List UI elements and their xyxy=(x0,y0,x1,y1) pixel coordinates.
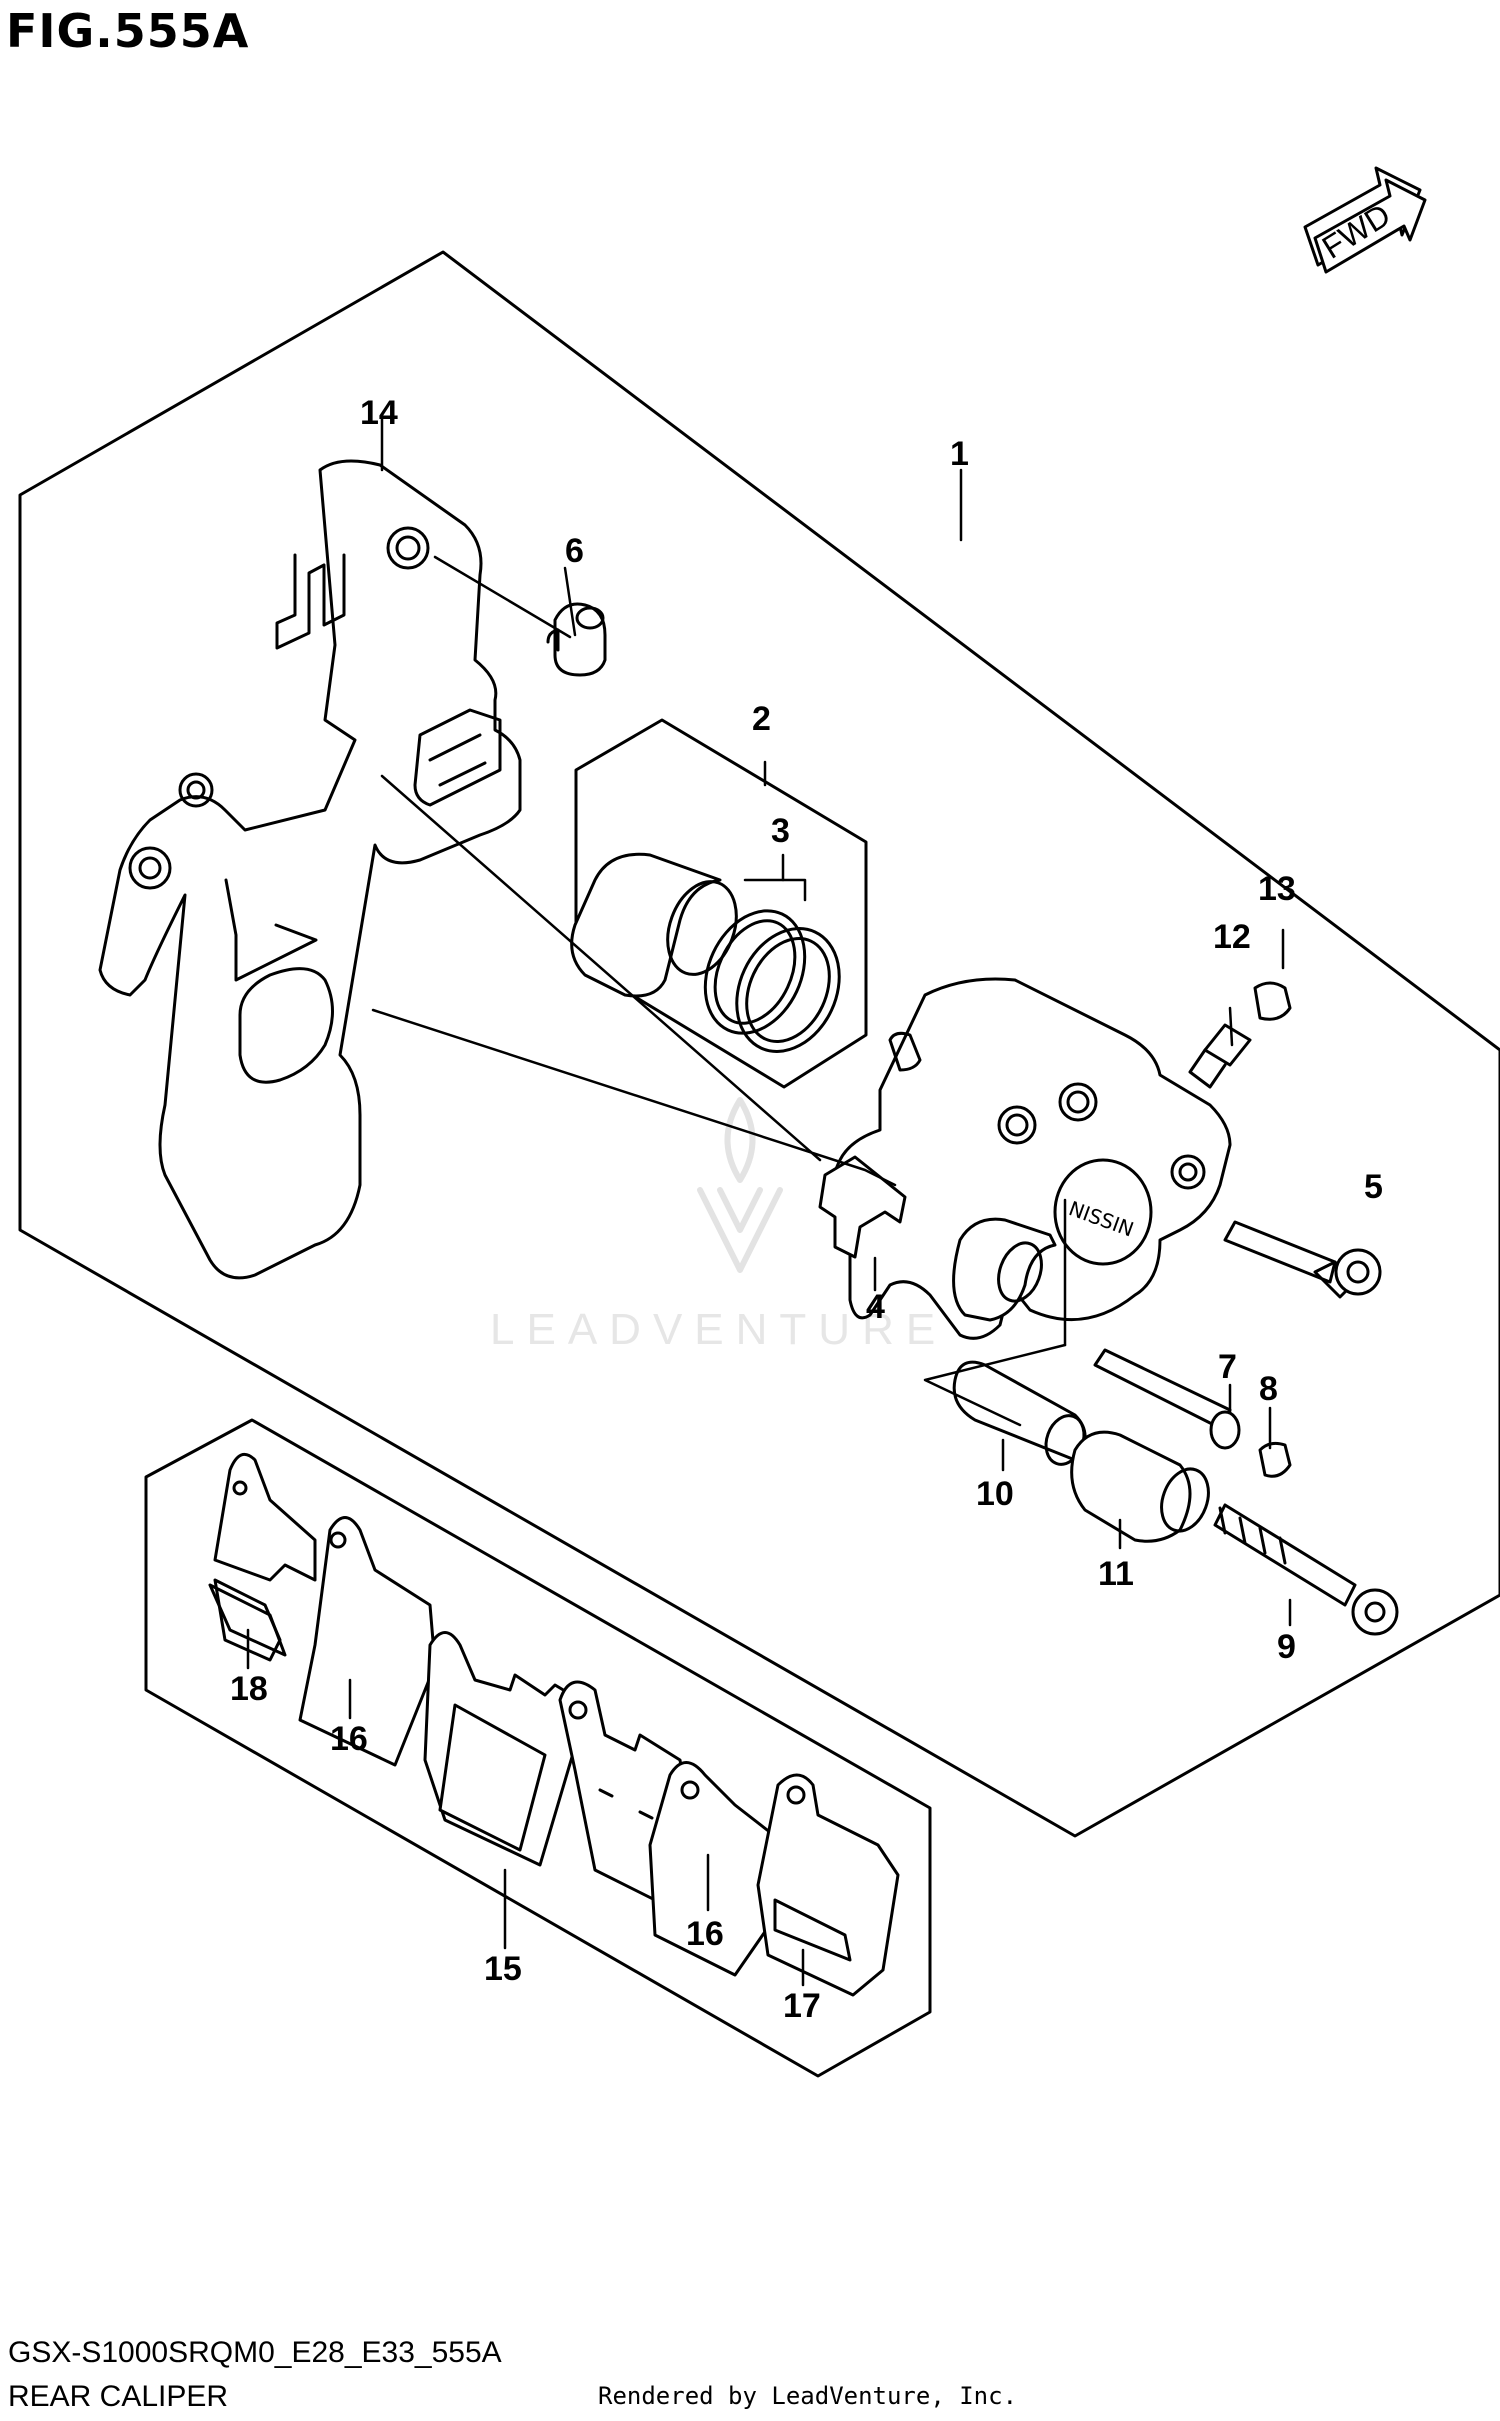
slide-pin-boot xyxy=(952,1217,1057,1322)
callout-12: 12 xyxy=(1213,918,1251,956)
callout-7: 7 xyxy=(1218,1348,1237,1386)
pad-spring xyxy=(818,1155,907,1259)
brake-pad-center-left xyxy=(298,1516,437,1767)
caliper-bracket xyxy=(98,459,522,1280)
callout-11: 11 xyxy=(1098,1555,1134,1593)
callout-3: 3 xyxy=(771,812,790,850)
brake-pad-left xyxy=(213,1452,317,1662)
bracket-bush xyxy=(546,602,607,677)
callout-5: 5 xyxy=(1364,1168,1383,1206)
caliper-assembly-boundary xyxy=(18,250,1500,1838)
callout-10: 10 xyxy=(976,1475,1014,1513)
bleeder-valve xyxy=(1188,981,1292,1089)
brake-pad-far-right xyxy=(756,1773,900,1997)
callout-16-left: 16 xyxy=(330,1720,368,1758)
callout-16-right: 16 xyxy=(686,1915,724,1953)
sleeve xyxy=(952,1360,1087,1466)
shim-18 xyxy=(208,1583,287,1657)
figure-title: FIG.555A xyxy=(6,4,250,58)
caliper-bolt-5 xyxy=(1223,1220,1382,1299)
piston xyxy=(570,852,738,998)
callout-15: 15 xyxy=(484,1950,522,1988)
callout-17: 17 xyxy=(783,1987,821,2025)
callout-1: 1 xyxy=(950,435,969,473)
caliper-body: NISSIN xyxy=(830,977,1232,1340)
model-code: GSX-S1000SRQM0_E28_E33_555A xyxy=(8,2336,502,2369)
watermark-logo xyxy=(697,1097,783,1273)
callout-6: 6 xyxy=(565,532,584,570)
callout-4: 4 xyxy=(866,1288,885,1326)
callout-2: 2 xyxy=(752,700,771,738)
brake-pad-right xyxy=(648,1761,782,1977)
callout-13: 13 xyxy=(1258,870,1296,908)
callout-labels: 1 2 3 4 5 6 7 8 9 10 11 12 13 14 15 16 1… xyxy=(230,394,1383,2025)
caliper-bolt-9 xyxy=(1213,1503,1399,1636)
pad-set-boundary xyxy=(144,1418,932,2078)
callout-8: 8 xyxy=(1259,1370,1278,1408)
boot xyxy=(1070,1430,1210,1543)
leader-lines xyxy=(246,413,1292,1987)
section-name: REAR CALIPER xyxy=(8,2380,229,2413)
piston-seals xyxy=(703,909,841,1053)
callout-9: 9 xyxy=(1277,1628,1296,1666)
callout-18: 18 xyxy=(230,1670,268,1708)
pad-pin xyxy=(1093,1348,1292,1478)
render-credit: Rendered by LeadVenture, Inc. xyxy=(598,2382,1018,2410)
brake-pad-center xyxy=(423,1631,582,1867)
fwd-arrow-icon: FWD xyxy=(1303,166,1427,274)
callout-14: 14 xyxy=(360,394,398,432)
